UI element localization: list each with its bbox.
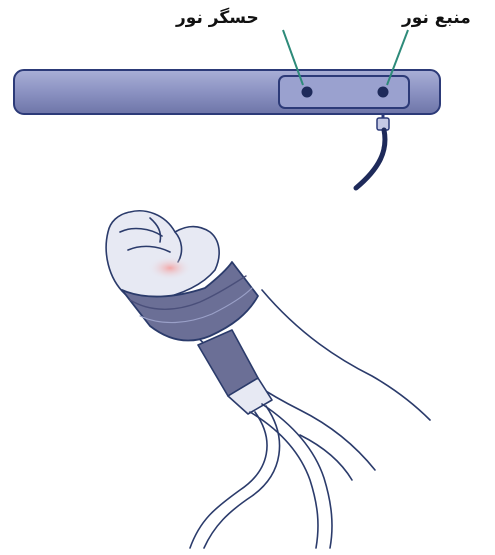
finger-sensor-cable [190,404,332,548]
hand-illustration [106,211,430,480]
light-detector-dot [302,87,313,98]
finger-tint [148,256,192,280]
strip-cable [356,113,389,188]
light-source-dot [378,87,389,98]
sensor-strip [14,70,440,114]
